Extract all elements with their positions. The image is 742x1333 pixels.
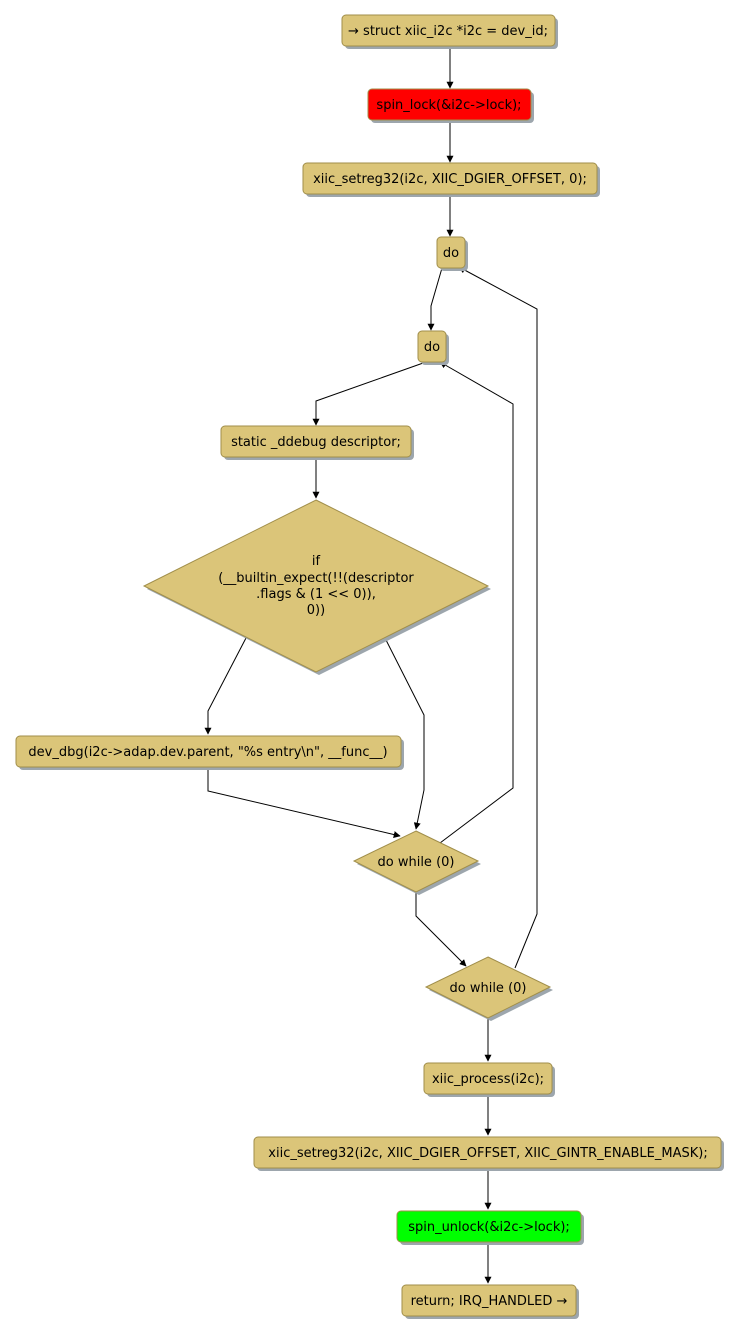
outer-do-label: do: [443, 246, 459, 261]
outer-while-node: do while (0): [424, 956, 553, 1021]
dev-dbg-node: dev_dbg(i2c->adap.dev.parent, "%s entry\…: [15, 735, 404, 770]
edge-inner-do-to-ddebug: [312, 361, 427, 426]
if-condition-line-3: .flags & (1 << 0)),: [256, 587, 376, 602]
outer-while-label: do while (0): [450, 981, 527, 996]
spin-unlock-node: spin_unlock(&i2c->lock);: [396, 1210, 584, 1245]
if-condition-node: if (__builtin_expect(!!(descriptor .flag…: [142, 499, 491, 675]
inner-do-node: do: [417, 330, 449, 365]
if-condition-line-1: if: [312, 554, 321, 569]
edge-if-to-inner-while: [384, 637, 425, 830]
ddebug-decl-node: static _ddebug descriptor;: [220, 425, 414, 460]
spin-lock-node: spin_lock(&i2c->lock);: [367, 88, 534, 123]
setreg-disable-node: xiic_setreg32(i2c, XIIC_DGIER_OFFSET, 0)…: [302, 162, 600, 197]
edges: [204, 46, 538, 1284]
edge-if-to-devdbg: [204, 637, 247, 735]
start-node-label: → struct xiic_i2c *i2c = dev_id;: [348, 24, 548, 39]
inner-while-label: do while (0): [378, 855, 455, 870]
process-node: xiic_process(i2c);: [423, 1062, 555, 1097]
spin-unlock-label: spin_unlock(&i2c->lock);: [408, 1220, 570, 1235]
return-label: return; IRQ_HANDLED →: [411, 1294, 568, 1309]
edge-outer-do-to-inner-do: [427, 267, 443, 331]
spin-lock-label: spin_lock(&i2c->lock);: [376, 98, 521, 113]
edge-inner-while-to-outer-while: [415, 892, 467, 967]
dev-dbg-label: dev_dbg(i2c->adap.dev.parent, "%s entry\…: [28, 745, 387, 760]
setreg-enable-node: xiic_setreg32(i2c, XIIC_DGIER_OFFSET, XI…: [253, 1136, 724, 1171]
if-condition-line-4: 0)): [307, 603, 325, 618]
inner-while-node: do while (0): [352, 830, 481, 895]
edge-devdbg-to-inner-while: [207, 767, 401, 838]
setreg-disable-label: xiic_setreg32(i2c, XIIC_DGIER_OFFSET, 0)…: [313, 172, 587, 187]
edge-outer-while-loop-back: [458, 266, 538, 969]
if-condition-line-2: (__builtin_expect(!!(descriptor: [218, 571, 414, 586]
ddebug-decl-label: static _ddebug descriptor;: [231, 435, 401, 450]
start-node: → struct xiic_i2c *i2c = dev_id;: [341, 14, 558, 49]
outer-do-node: do: [436, 236, 468, 271]
setreg-enable-label: xiic_setreg32(i2c, XIIC_DGIER_OFFSET, XI…: [268, 1146, 707, 1161]
inner-do-label: do: [424, 340, 440, 355]
edge-inner-while-loop-back: [439, 361, 514, 844]
return-node: return; IRQ_HANDLED →: [401, 1284, 579, 1319]
process-label: xiic_process(i2c);: [432, 1072, 544, 1087]
